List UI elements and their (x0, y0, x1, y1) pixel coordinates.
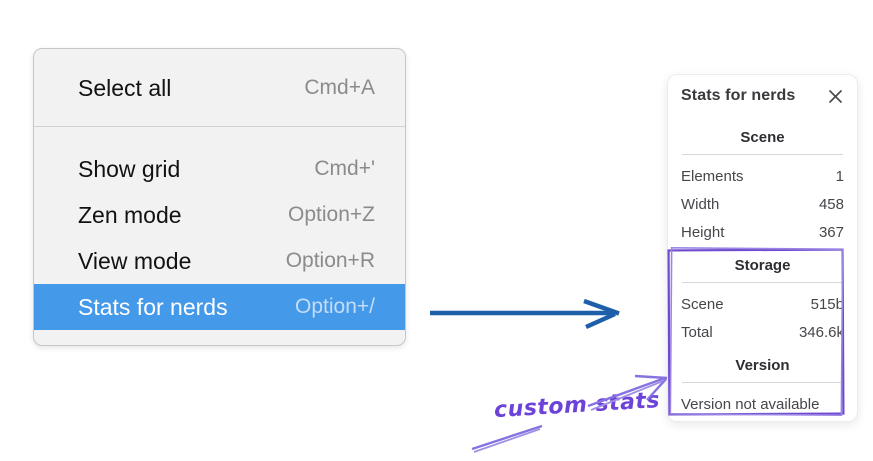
version-note: Version not available (681, 396, 820, 413)
menu-item-label: Zen mode (78, 201, 182, 228)
stat-label: Width (681, 196, 720, 213)
right-arrow-icon (430, 298, 620, 330)
menu-item-view-mode[interactable]: View mode Option+R (34, 238, 405, 284)
menu-item-label: View mode (78, 247, 192, 274)
stat-row-storage-scene: Scene 515b (681, 291, 844, 319)
stat-label: Scene (681, 296, 724, 313)
stat-row-elements: Elements 1 (681, 163, 844, 191)
stat-row-width: Width 458 (681, 191, 844, 219)
menu-item-select-all[interactable]: Select all Cmd+A (34, 65, 405, 111)
stat-value: 367 (818, 224, 844, 241)
stat-value: 458 (818, 196, 844, 213)
section-divider (682, 154, 843, 155)
menu-item-show-grid[interactable]: Show grid Cmd+' (34, 146, 405, 192)
section-divider (682, 282, 843, 283)
stat-value: 346.6k (798, 324, 844, 341)
stat-row-storage-total: Total 346.6k (681, 319, 844, 347)
menu-item-shortcut: Option+R (285, 249, 375, 272)
stats-panel-header: Stats for nerds (681, 87, 844, 105)
stat-label: Total (681, 324, 713, 341)
stats-panel-title: Stats for nerds (681, 87, 796, 104)
annotation-label: custom stats (493, 388, 661, 424)
menu-item-shortcut: Option+Z (288, 203, 375, 226)
section-heading-storage: Storage (734, 257, 791, 274)
menu-divider (34, 126, 405, 127)
menu-item-stats-for-nerds[interactable]: Stats for nerds Option+/ (34, 284, 405, 330)
menu-item-label: Select all (78, 74, 172, 101)
stat-label: Height (681, 224, 725, 241)
menu-item-shortcut: Option+/ (295, 295, 375, 318)
menu-item-zen-mode[interactable]: Zen mode Option+Z (34, 192, 405, 238)
stat-label: Elements (681, 168, 744, 185)
stat-row-height: Height 367 (681, 219, 844, 247)
stat-value: 1 (835, 168, 844, 185)
section-heading-scene: Scene (740, 129, 785, 146)
stat-value: 515b (810, 296, 844, 313)
menu-group-bottom: Show grid Cmd+' Zen mode Option+Z View m… (34, 127, 405, 345)
section-divider (682, 382, 843, 383)
context-menu: Select all Cmd+A Show grid Cmd+' Zen mod… (33, 48, 406, 346)
section-heading-version: Version (735, 357, 790, 374)
menu-item-shortcut: Cmd+A (304, 76, 375, 99)
menu-item-shortcut: Cmd+' (314, 157, 375, 180)
stats-panel: Stats for nerds Scene Elements 1 Width 4… (667, 74, 858, 422)
menu-item-label: Stats for nerds (78, 293, 228, 320)
close-icon[interactable] (826, 87, 844, 105)
menu-item-label: Show grid (78, 155, 181, 182)
menu-group-top: Select all Cmd+A (34, 49, 405, 126)
